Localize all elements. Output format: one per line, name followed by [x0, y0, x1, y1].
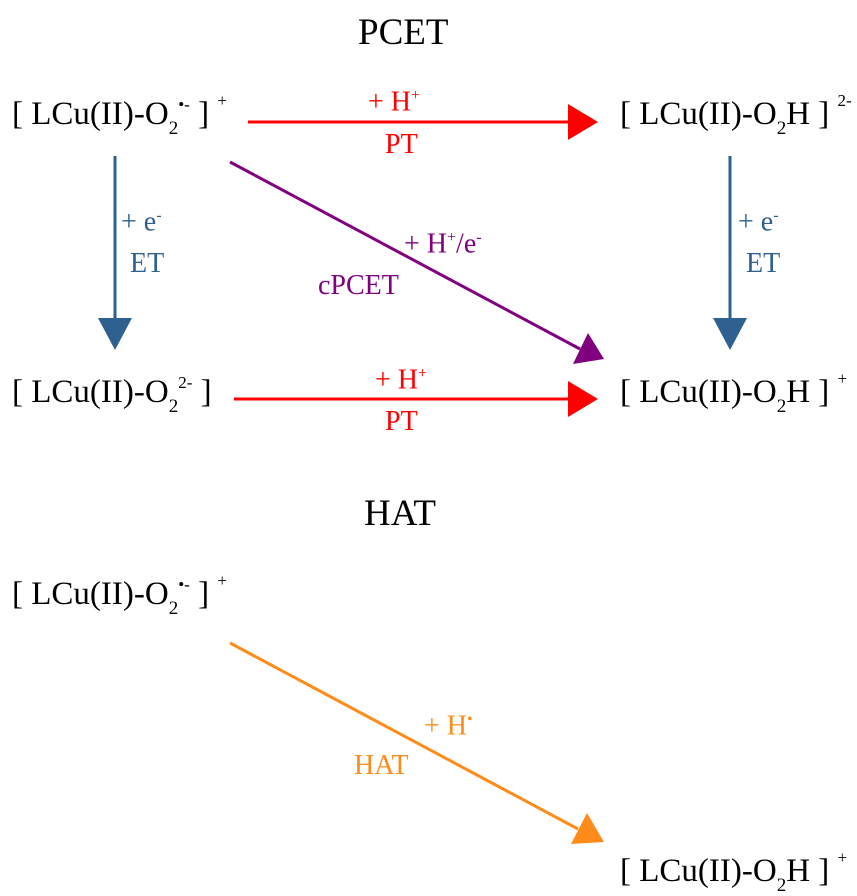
cpcet-arrow [229, 160, 581, 351]
cpcet-label: cPCET [318, 270, 399, 301]
pt-arrowhead-top [568, 104, 598, 140]
hat-arrow [229, 641, 579, 831]
et-right-reagent: + e- [738, 206, 779, 238]
pt-top-reagent: + H+ [368, 86, 421, 118]
hat-species-superoxide: [ LCu(II)-O2•- ] + [12, 571, 227, 619]
species-superoxide: [ LCu(II)-O2•- ] + [12, 91, 227, 139]
et-left-label: ET [130, 248, 165, 279]
pt-arrowhead-bottom [568, 381, 598, 417]
et-arrowhead-right [713, 318, 747, 350]
et-right-label: ET [746, 248, 781, 279]
hat-arrowhead [571, 813, 604, 844]
cpcet-arrowhead [573, 333, 604, 364]
pcet-title: PCET [358, 12, 449, 53]
et-arrowhead-left [98, 318, 132, 350]
species-hydroperoxo-2minus: [ LCu(II)-O2H ] 2- [620, 91, 852, 139]
hat-reagent: + H• [424, 710, 473, 742]
hat-label: HAT [354, 750, 409, 781]
pt-bottom-reagent: + H+ [375, 364, 428, 396]
pt-bottom-label: PT [385, 406, 418, 437]
cpcet-reagent: + H+/e- [404, 228, 482, 260]
hat-title: HAT [364, 493, 436, 534]
species-hydroperoxo-plus: [ LCu(II)-O2H ] + [620, 369, 848, 417]
pt-top-label: PT [385, 129, 418, 160]
et-left-reagent: + e- [121, 206, 162, 238]
hat-species-hydroperoxo: [ LCu(II)-O2H ] + [620, 848, 848, 896]
species-peroxide: [ LCu(II)-O22- ] [12, 373, 212, 417]
